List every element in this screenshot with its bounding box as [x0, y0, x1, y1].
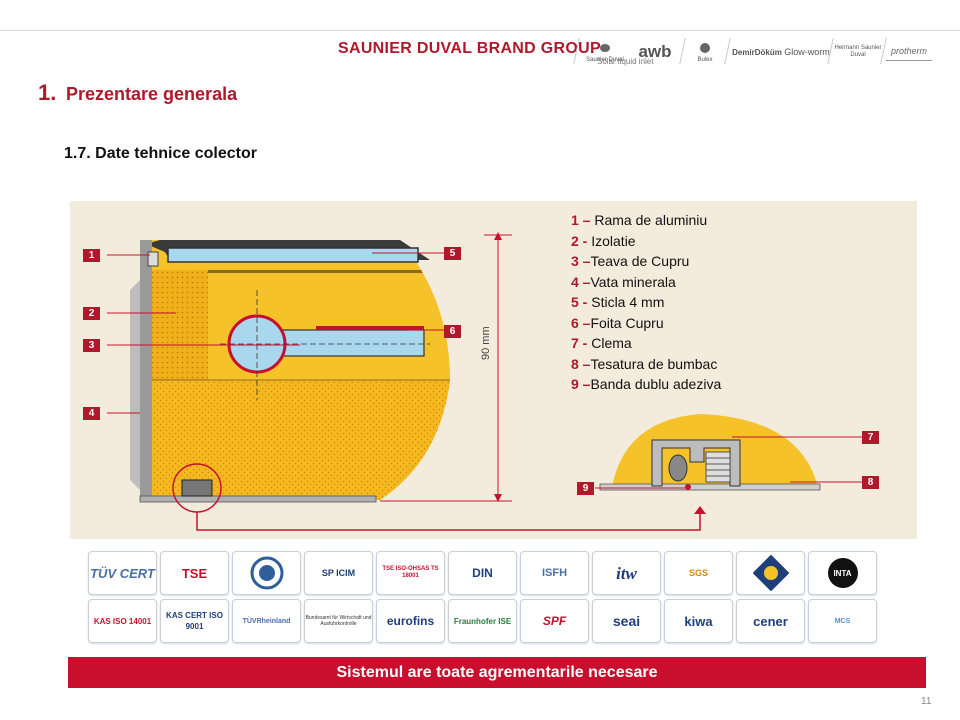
marker-5: 5	[444, 247, 461, 260]
cert-logo-itw: itw	[592, 551, 661, 595]
component-legend: 1 – Rama de aluminiu 2 - Izolatie 3 –Tea…	[571, 210, 721, 395]
header-divider	[0, 30, 960, 31]
cert-logo-cener: cener	[736, 599, 805, 643]
legend-item: 7 - Clema	[571, 335, 632, 351]
legend-item: 6 –Foita Cupru	[571, 314, 664, 331]
logo-awb: awb	[638, 42, 672, 61]
dimension-label: 90 mm	[480, 326, 492, 360]
cert-logo-fraunhofer: Fraunhofer ISE	[448, 599, 517, 643]
collector-cross-section	[107, 232, 862, 531]
overlay-label: Solar liquid inlet	[597, 57, 654, 66]
cert-logo-sgs: SGS	[664, 551, 733, 595]
legend-item: 4 –Vata minerala	[571, 273, 676, 290]
marker-4: 4	[83, 407, 100, 420]
cert-logo-tuv-cert: TÜV CERT	[88, 551, 157, 595]
cert-logo-isfh: ISFH	[520, 551, 589, 595]
section-title: Prezentare generala	[66, 84, 238, 104]
cert-logo-din: DIN	[448, 551, 517, 595]
marker-3: 3	[83, 339, 100, 352]
logo-protherm: protherm	[886, 42, 932, 61]
legend-item: 8 –Tesatura de bumbac	[571, 355, 718, 372]
logo-glow-worm: Glow-worm	[784, 47, 830, 57]
marker-6: 6	[444, 325, 461, 338]
cert-logo-kas-14001: KAS ISO 14001	[88, 599, 157, 643]
cert-logo-kiwa: kiwa	[664, 599, 733, 643]
legend-item: 9 –Banda dublu adeziva	[571, 376, 722, 392]
cert-logo-mcs: MCS	[808, 599, 877, 643]
logo-saunier-duval: Saunier Duval	[584, 39, 626, 65]
svg-text:Bulex: Bulex	[697, 57, 712, 63]
cert-logo-sun	[736, 551, 805, 595]
marker-7: 7	[862, 431, 879, 444]
logo-bulex: Bulex	[688, 39, 722, 65]
page-number: 11	[921, 696, 932, 707]
cert-logo-seal	[232, 551, 301, 595]
marker-1: 1	[83, 249, 100, 262]
certification-banner: Sistemul are toate agrementarile necesar…	[68, 657, 926, 688]
cert-logo-inta: INTA	[808, 551, 877, 595]
legend-item: 2 - Izolatie	[571, 232, 636, 249]
marker-9: 9	[577, 482, 594, 495]
section-number: 1.	[38, 80, 57, 105]
legend-item: 1 – Rama de aluminiu	[571, 212, 708, 228]
legend-item: 5 - Sticla 4 mm	[571, 294, 665, 310]
marker-8: 8	[862, 476, 879, 489]
cert-logo-seai: seai	[592, 599, 661, 643]
cert-logo-tuv-rheinland: TÜVRheinland	[232, 599, 301, 643]
logo-demirdokum: DemirDöküm	[732, 47, 782, 57]
slide-subtitle: 1.7. Date tehnice colector	[64, 145, 257, 162]
cert-logo-tse: TSE	[160, 551, 229, 595]
cert-logo-sp-icim: SP ICIM	[304, 551, 373, 595]
cert-logo-bafa: Bundesamt für Wirtschaft und Ausfuhrkont…	[304, 599, 373, 643]
cert-logo-spf: SPF	[520, 599, 589, 643]
cert-logo-tse-ohsas: TSE ISO-OHSAS TS 18001	[376, 551, 445, 595]
cert-logo-kas-9001: KAS CERT ISO 9001	[160, 599, 229, 643]
logo-hermann: Hermann Saunier Duval	[834, 45, 882, 58]
cert-logo-eurofins: eurofins	[376, 599, 445, 643]
marker-2: 2	[83, 307, 100, 320]
svg-text:Saunier Duval: Saunier Duval	[586, 57, 624, 63]
legend-item: 3 –Teava de Cupru	[571, 253, 690, 269]
brand-group-title: SAUNIER DUVAL BRAND GROUP	[338, 40, 601, 57]
